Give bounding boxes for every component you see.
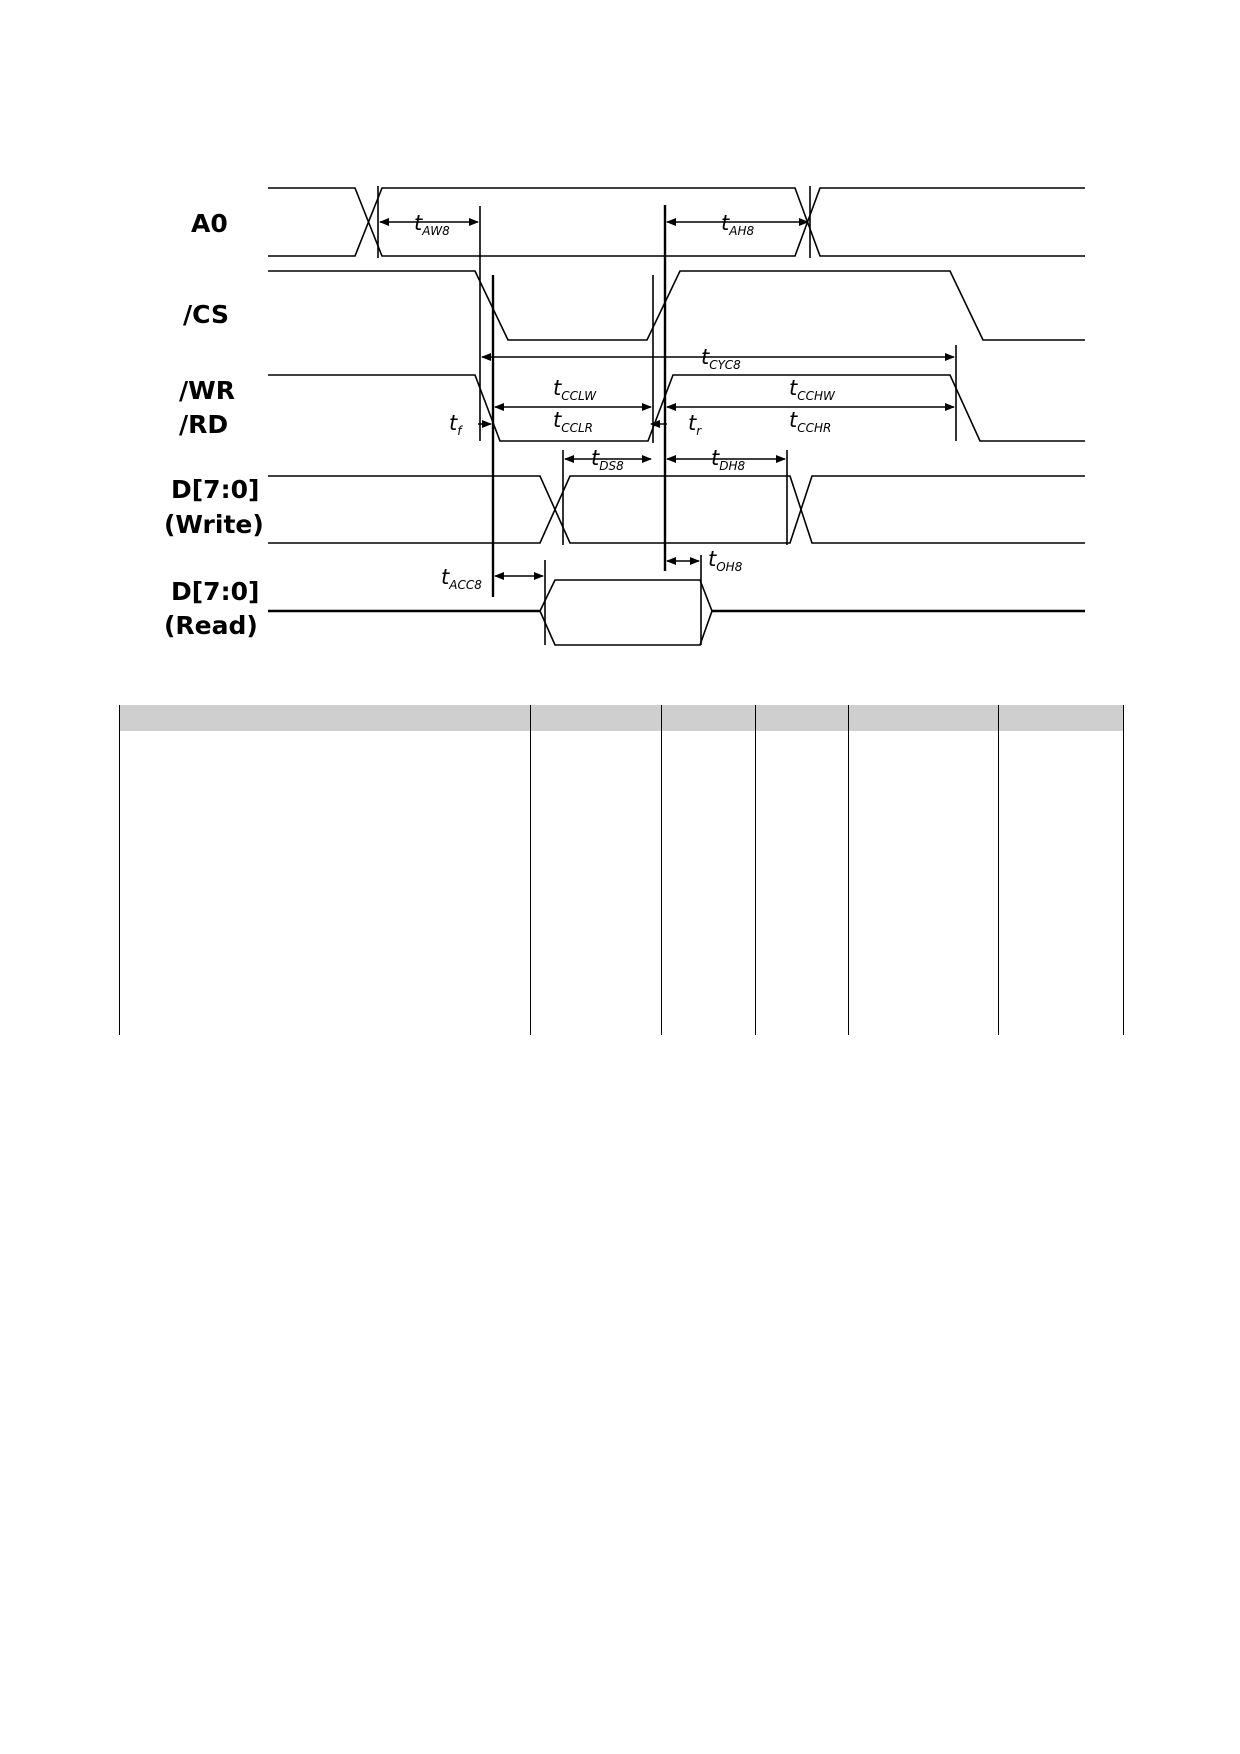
- table-cell: [848, 731, 999, 1035]
- table-header-row: [119, 705, 1124, 731]
- label-tr: tr: [688, 411, 702, 438]
- label-toh8: tOH8: [708, 547, 743, 574]
- label-tdh8: tDH8: [711, 446, 745, 473]
- label-tcchw: tCCHW: [789, 376, 836, 403]
- label-taw8: tAW8: [414, 211, 450, 238]
- timing-spec-table: [119, 705, 1124, 1035]
- table-cell: [661, 731, 756, 1035]
- label-d-read-line2: (Read): [164, 611, 258, 640]
- table-cell: [998, 731, 1124, 1035]
- table-cell: [530, 731, 662, 1035]
- label-a0: A0: [191, 209, 228, 238]
- dimension-arrows: [379, 218, 955, 580]
- label-wr: /WR: [179, 376, 235, 405]
- label-rd: /RD: [179, 410, 228, 439]
- label-d-write-line1: D[7:0]: [171, 475, 259, 504]
- label-tcclw: tCCLW: [553, 376, 597, 403]
- waveform-d-write: [268, 475, 1085, 544]
- reference-lines: [377, 186, 957, 645]
- table-cell: [755, 731, 849, 1035]
- waveform-cs: [268, 270, 1085, 341]
- label-d-read-line1: D[7:0]: [171, 577, 259, 606]
- table-cell: [119, 731, 531, 1035]
- label-tcyc8: tCYC8: [701, 345, 741, 372]
- label-d-write-line2: (Write): [164, 510, 264, 539]
- label-tf: tf: [449, 411, 463, 438]
- label-tds8: tDS8: [591, 446, 624, 473]
- label-cs: /CS: [183, 300, 229, 329]
- table-header-cell: [998, 705, 1124, 731]
- table-row: [119, 731, 1124, 1035]
- waveform-d-read: [268, 579, 1085, 646]
- timing-labels: tAW8 tAH8 tCYC8 tCCLW tCCHW tCCLR tCCHR …: [414, 211, 836, 592]
- table-header-cell: [755, 705, 849, 731]
- label-tacc8: tACC8: [441, 565, 482, 592]
- label-tcchr: tCCHR: [789, 408, 831, 435]
- label-tcclr: tCCLR: [553, 408, 593, 435]
- table-header-cell: [848, 705, 999, 731]
- waveform-wr-rd: [268, 374, 1085, 442]
- table-header-cell: [119, 705, 531, 731]
- label-tah8: tAH8: [721, 211, 754, 238]
- table-header-cell: [530, 705, 662, 731]
- waveform-a0: [268, 187, 1085, 257]
- signal-labels: A0 /CS /WR /RD D[7:0] (Write) D[7:0] (Re…: [164, 209, 264, 640]
- table-header-cell: [661, 705, 756, 731]
